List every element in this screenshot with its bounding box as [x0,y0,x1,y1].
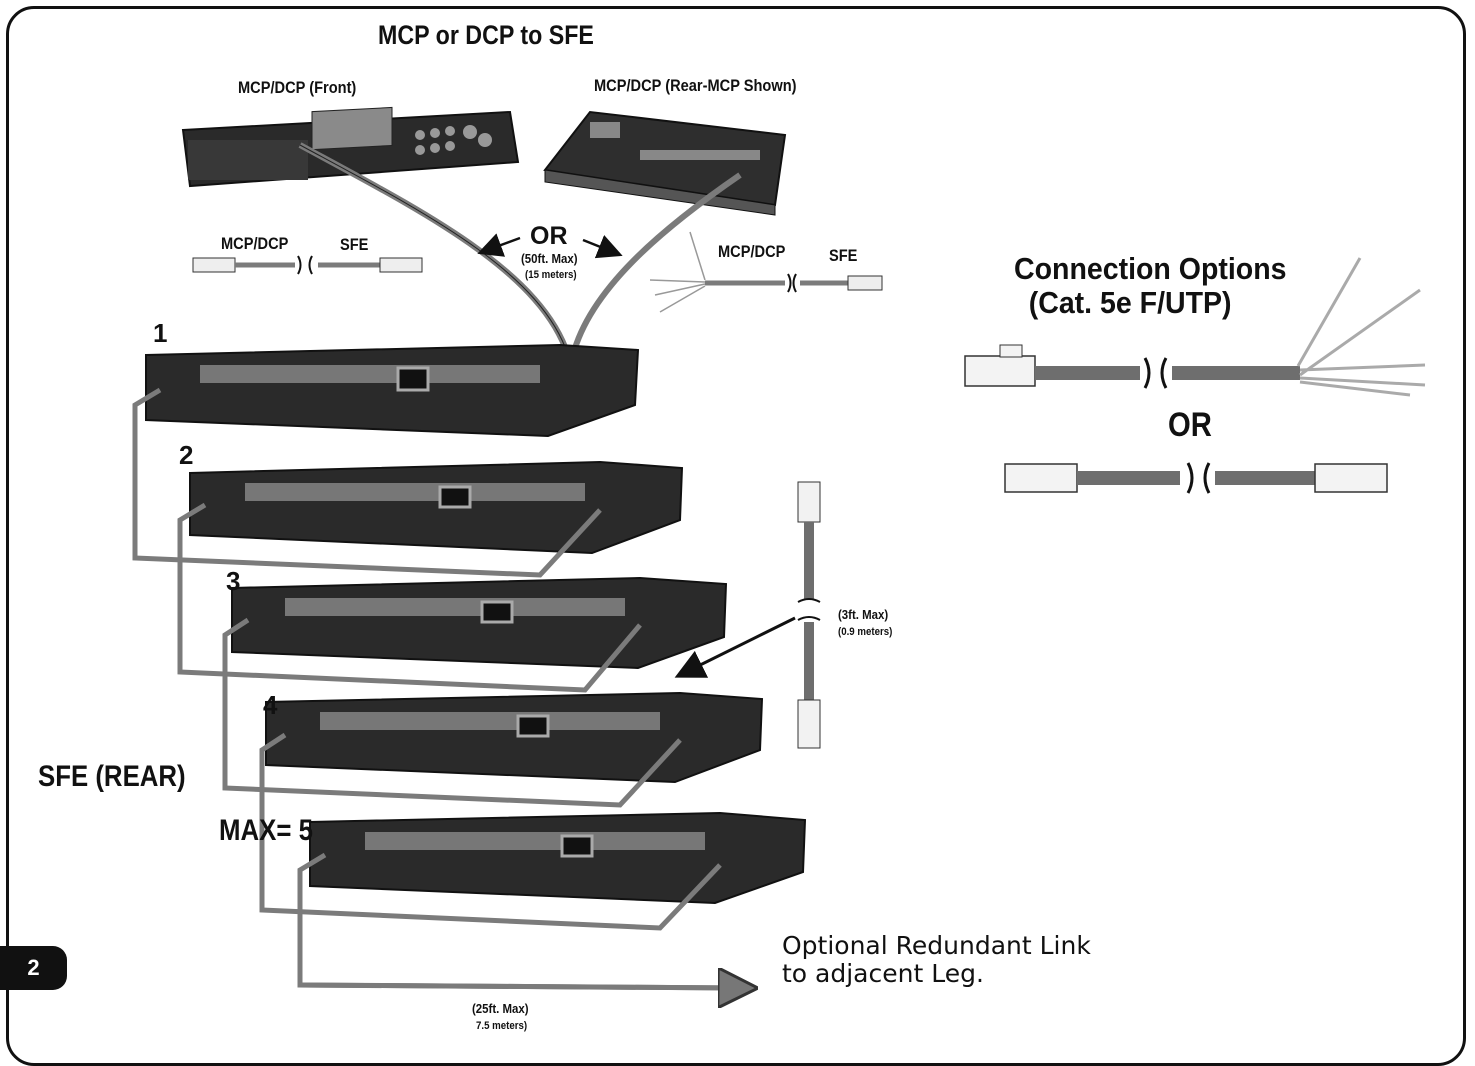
mcp-front-device [181,106,520,188]
mcp-front-label: MCP/DCP (Front) [238,78,357,97]
jumper-max-ft: (3ft. Max) [838,607,889,622]
sfe-unit-1 [145,343,640,438]
connection-option-cable-1 [964,257,1426,397]
sfe-unit-5 [309,811,807,905]
connection-options-line2: (Cat. 5e F/UTP) [1028,285,1232,320]
sfe-number-3: 3 [226,566,241,596]
max-length-main-m: (15 meters) [525,269,577,281]
page-number-badge: 2 [0,946,67,990]
jumper-cable [797,481,821,749]
cable-right-mcp-label: MCP/DCP [718,242,786,261]
leg-max-m: 7.5 meters) [476,1020,528,1032]
diagram-title: MCP or DCP to SFE [378,20,594,50]
sfe-unit-3 [231,576,728,670]
cable-rj45-both [192,255,423,275]
cable-left-sfe-label: SFE [340,235,369,254]
redundant-line1: Optional Redundant Link [782,931,1091,960]
leg-max-ft: (25ft. Max) [472,1001,529,1016]
sfe-number-1: 1 [153,318,168,348]
cable-left-mcp-label: MCP/DCP [221,234,289,253]
mcp-rear-device [543,110,787,216]
sfe-number-4: 4 [263,690,278,720]
mcp-rear-label: MCP/DCP (Rear-MCP Shown) [594,76,797,95]
connection-options-or: OR [1168,406,1212,444]
connection-option-cable-2 [1004,462,1388,494]
max-length-main-ft: (50ft. Max) [521,251,578,266]
connection-options-title: Connection Options (Cat. 5e F/UTP) [1014,252,1287,320]
daisy-chain-cables [132,387,736,991]
connection-options-line1: Connection Options [1014,251,1287,286]
max-units-label: MAX= 5 [219,814,313,847]
redundant-line2: to adjacent Leg. [782,959,984,988]
jumper-max-m: (0.9 meters) [838,626,893,638]
redundant-link-note: Optional Redundant Link to adjacent Leg. [782,932,1091,988]
sfe-number-2: 2 [179,440,194,470]
cable-right-sfe-label: SFE [829,246,858,265]
sfe-unit-2 [189,460,684,555]
or-label-top: OR [530,222,568,250]
redundant-link-arrow [299,985,748,988]
cable-leads-to-rj45 [649,231,883,313]
sfe-rear-label: SFE (REAR) [38,760,186,793]
sfe-unit-4 [265,691,764,784]
